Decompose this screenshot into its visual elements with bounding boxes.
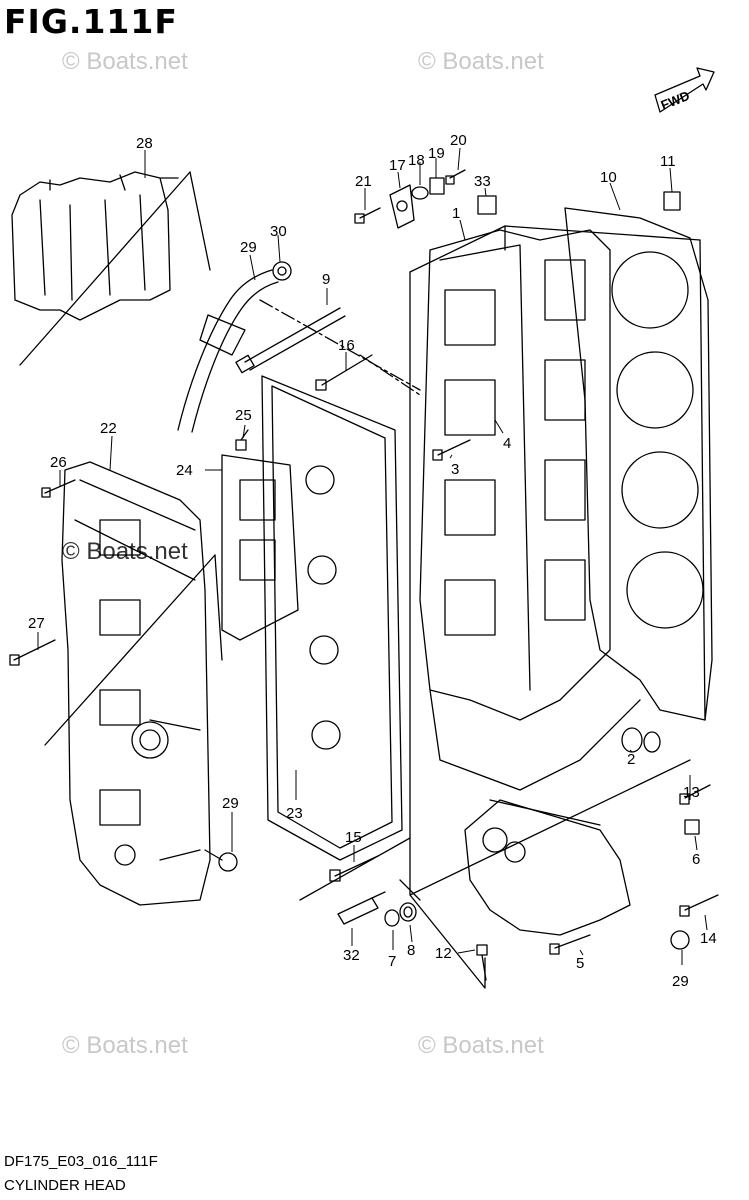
part-27-bolt xyxy=(9,639,56,666)
watermark: © Boats.net xyxy=(62,48,188,75)
watermark: © Boats.net xyxy=(418,1032,544,1059)
callout-2: 2 xyxy=(627,751,635,768)
figure-title: FIG.111F xyxy=(4,2,178,41)
callout-6: 6 xyxy=(692,851,700,868)
part-31-clamp xyxy=(272,261,292,281)
callout-22: 22 xyxy=(100,420,117,437)
part-1-cylinder-head xyxy=(419,229,641,791)
part-2-cap xyxy=(621,727,661,753)
part-23-cover-gasket xyxy=(261,375,403,861)
part-17-bracket xyxy=(389,184,415,229)
callout-4: 4 xyxy=(503,435,511,452)
leader-lines xyxy=(37,147,708,965)
part-11-sleeve xyxy=(663,191,681,211)
callout-20: 20 xyxy=(450,132,467,149)
callout-11: 11 xyxy=(660,153,676,170)
part-3-bolt xyxy=(432,439,471,461)
part-29a-plug xyxy=(204,849,238,872)
part-30-hose xyxy=(177,269,279,433)
callout-24: 24 xyxy=(176,462,193,479)
part-21-bolt xyxy=(354,207,381,224)
callout-5: 5 xyxy=(576,955,584,972)
callout-8: 8 xyxy=(407,942,415,959)
figure-caption: CYLINDER HEAD xyxy=(4,1177,126,1194)
part-15-bolt xyxy=(329,855,379,882)
callout-29-left: 29 xyxy=(222,795,239,812)
part-12-bolt xyxy=(476,944,488,981)
part-7-washer xyxy=(384,909,400,927)
watermark: © Boats.net xyxy=(62,538,188,565)
callout-17: 17 xyxy=(389,157,406,174)
part-26-bolt xyxy=(41,479,76,498)
callout-3: 3 xyxy=(451,461,459,478)
part-9-bolt xyxy=(235,307,346,374)
part-8-washer xyxy=(399,902,417,922)
callout-7: 7 xyxy=(388,953,396,970)
callout-31: 30 xyxy=(270,223,287,240)
watermark: © Boats.net xyxy=(418,48,544,75)
part-14-bolt xyxy=(679,894,719,917)
callout-15: 15 xyxy=(345,829,362,846)
callout-16: 16 xyxy=(338,337,355,354)
callout-32: 32 xyxy=(343,947,360,964)
callout-30: 29 xyxy=(240,239,257,256)
callout-10: 10 xyxy=(600,169,617,186)
part-6-sleeve xyxy=(684,819,700,835)
block-frame xyxy=(409,225,706,989)
part-19-cap xyxy=(429,177,445,195)
callout-25: 25 xyxy=(235,407,252,424)
part-16-bolt xyxy=(315,354,373,391)
callout-12: 12 xyxy=(435,945,452,962)
part-33-sleeve xyxy=(477,195,497,215)
lower-cover-assembly xyxy=(464,799,631,936)
fwd-arrow-icon xyxy=(654,67,715,113)
part-25-bolt xyxy=(235,429,249,451)
part-20-bolt xyxy=(445,169,466,185)
figure-code: DF175_E03_016_111F xyxy=(4,1153,158,1170)
callout-9: 9 xyxy=(322,271,330,288)
part-29b-plug xyxy=(670,930,690,950)
callout-33: 33 xyxy=(474,173,491,190)
callout-18: 18 xyxy=(408,152,425,169)
part-13-bolt xyxy=(679,784,711,805)
part-24-plate xyxy=(221,454,299,641)
callout-26: 26 xyxy=(50,454,67,471)
callout-14: 14 xyxy=(700,930,717,947)
callout-23: 23 xyxy=(286,805,303,822)
callout-29-right: 29 xyxy=(672,973,689,990)
part-32-sensor xyxy=(337,891,386,925)
watermark: © Boats.net xyxy=(62,1032,188,1059)
guide-lines xyxy=(19,171,421,901)
part-5-bolt xyxy=(549,934,591,955)
part-28-outer-cover xyxy=(11,171,179,321)
part-18-o-ring xyxy=(411,186,429,200)
callout-21: 21 xyxy=(355,173,372,190)
callout-1: 1 xyxy=(452,205,460,222)
callout-28: 28 xyxy=(136,135,153,152)
callout-19: 19 xyxy=(428,145,445,162)
part-10-head-gasket xyxy=(564,207,713,721)
part-22-head-cover xyxy=(61,461,211,906)
callout-13: 13 xyxy=(683,784,700,801)
callout-27: 27 xyxy=(28,615,45,632)
